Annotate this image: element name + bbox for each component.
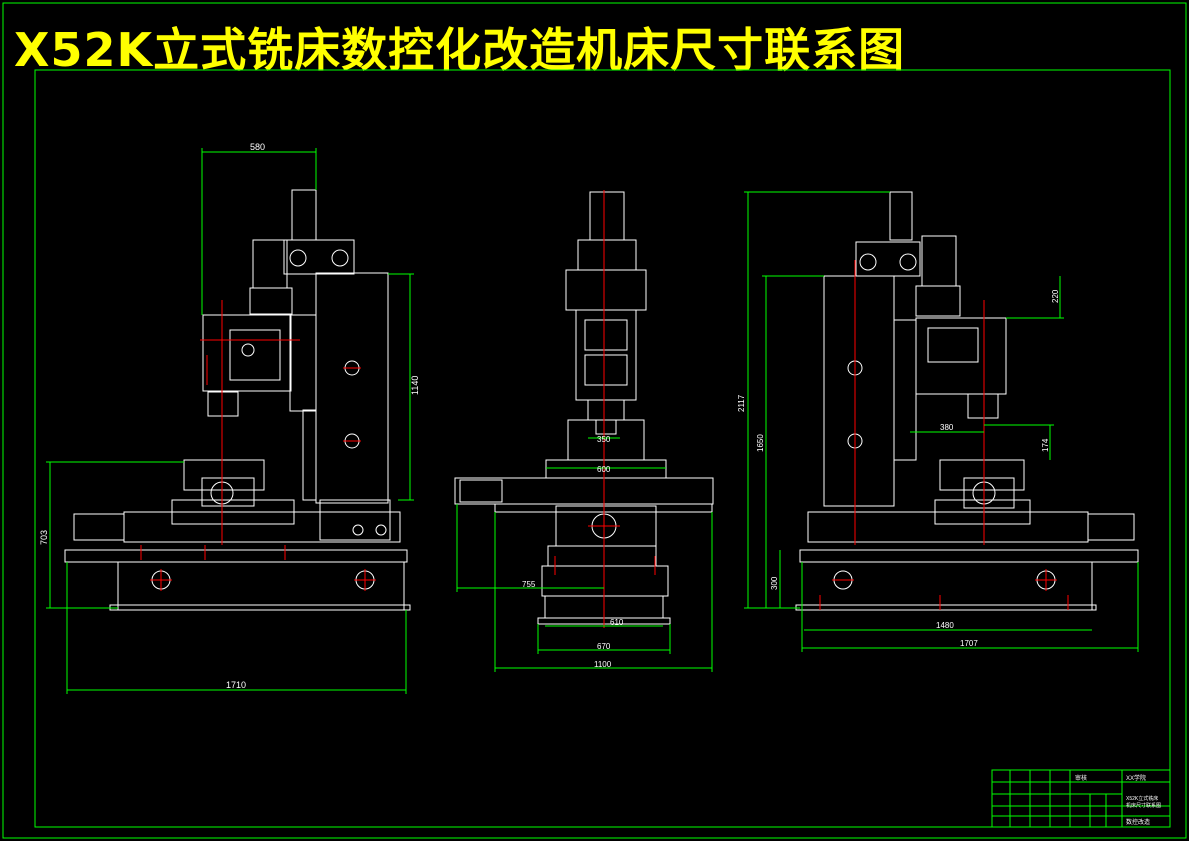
title-block-text: 审核 XX学院 X52K立式铣床 机床尺寸联系图 数控改造	[1075, 774, 1161, 826]
rear-view	[795, 191, 1139, 611]
dim-174: 174	[1041, 438, 1050, 452]
title-block-school: XX学院	[1126, 774, 1146, 782]
title-block-machine: X52K立式铣床	[1126, 795, 1158, 802]
rear-centerlines	[819, 260, 1069, 610]
dim-600: 600	[597, 465, 611, 474]
dim-220: 220	[1051, 289, 1060, 303]
dim-703: 703	[39, 530, 49, 545]
drawing-title: X52K立式铣床数控化改造机床尺寸联系图	[14, 23, 906, 77]
dim-1100: 1100	[594, 660, 612, 669]
dim-380: 380	[940, 423, 954, 432]
dim-755: 755	[522, 580, 536, 589]
front-centerlines	[140, 300, 376, 591]
dim-1710: 1710	[226, 680, 246, 690]
front-dimensions	[46, 148, 414, 694]
title-block-review: 审核	[1075, 774, 1087, 782]
rear-dimension-labels: 2117 1650 220 380 174 300 1480 1707	[737, 289, 1060, 648]
side-centerlines	[554, 190, 656, 628]
title-block	[991, 769, 1171, 828]
dim-580: 580	[250, 142, 265, 152]
dim-300: 300	[770, 576, 779, 590]
dim-1707: 1707	[960, 639, 978, 648]
side-dimension-labels: 350 600 755 610 670 1100	[522, 435, 624, 669]
title-block-drawing-name: 机床尺寸联系图	[1126, 802, 1161, 809]
dim-350: 350	[597, 435, 611, 444]
title-block-project: 数控改造	[1126, 818, 1150, 826]
dim-670: 670	[597, 642, 611, 651]
side-view	[454, 191, 714, 625]
inner-border	[34, 69, 1171, 828]
dim-610: 610	[610, 618, 624, 627]
dim-2117: 2117	[737, 394, 746, 412]
dim-1140: 1140	[410, 376, 420, 395]
front-dimension-labels: 580 1140 703 1710	[39, 142, 420, 690]
front-view	[64, 189, 411, 611]
dim-1480: 1480	[936, 621, 954, 630]
rear-dimensions	[744, 191, 1139, 652]
dim-1650: 1650	[756, 434, 765, 452]
side-dimensions	[456, 437, 713, 672]
